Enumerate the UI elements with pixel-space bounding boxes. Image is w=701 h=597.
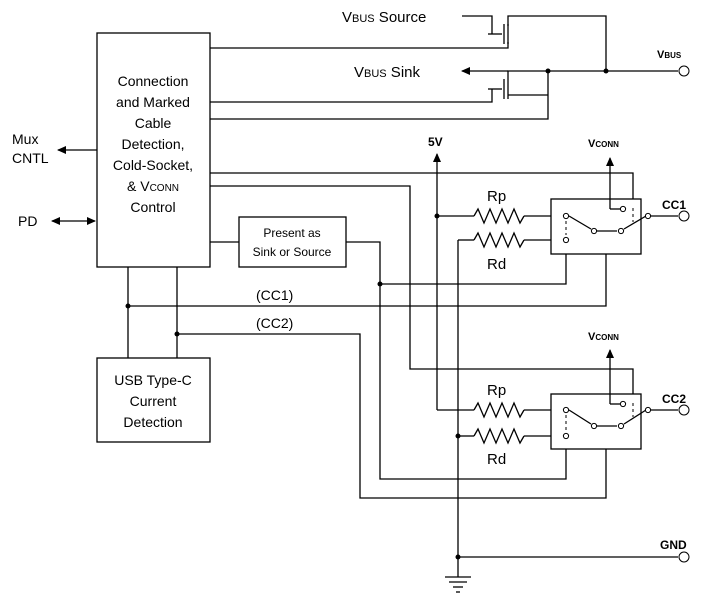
rd2-label: Rd xyxy=(487,451,506,468)
cc1-bus-label: (CC1) xyxy=(256,287,293,303)
current-detection-block xyxy=(96,357,211,443)
cntl-label: CNTL xyxy=(12,150,49,166)
svg-text:Detection: Detection xyxy=(123,414,182,430)
connection-control-block xyxy=(96,32,211,268)
vbus-terminal xyxy=(678,65,690,77)
vbus-node-dot xyxy=(603,68,609,74)
svg-text:Cable: Cable xyxy=(135,115,172,131)
present-as-box xyxy=(238,216,347,268)
cc2-channel xyxy=(437,349,690,450)
svg-text:Sink or Source: Sink or Source xyxy=(253,245,332,259)
vconn1-label: VCONN xyxy=(588,138,619,150)
mux-label: Mux xyxy=(12,131,38,147)
cc2-label: CC2 xyxy=(662,392,686,406)
sink-node-dot xyxy=(545,68,551,74)
cc1-channel xyxy=(437,157,690,255)
vconn2-label: VCONN xyxy=(588,331,619,343)
svg-text:Present as: Present as xyxy=(263,226,320,240)
rd1-resistor xyxy=(473,231,525,249)
rp2-resistor xyxy=(473,401,525,419)
pd-label: PD xyxy=(18,213,37,229)
cc1-label: CC1 xyxy=(662,198,686,212)
vbus-terminal-label: VBUS xyxy=(657,49,682,61)
cc1-terminal xyxy=(678,210,690,222)
ground-symbol-icon xyxy=(445,576,471,593)
vbus-source-label: VBUS Source xyxy=(342,9,426,26)
rp1-resistor xyxy=(473,207,525,225)
rd1-label: Rd xyxy=(487,256,506,273)
connection-control-label: Connection and Marked Cable Detection, C… xyxy=(113,73,193,215)
gnd-label: GND xyxy=(660,538,687,552)
svg-text:Cold-Socket,: Cold-Socket, xyxy=(113,157,193,173)
rd2-resistor xyxy=(473,427,525,445)
svg-text:& VCONN: & VCONN xyxy=(127,178,179,194)
five-v-label: 5V xyxy=(428,135,443,149)
vbus-sink-label: VBUS Sink xyxy=(354,64,420,81)
svg-text:Control: Control xyxy=(130,199,175,215)
svg-text:and Marked: and Marked xyxy=(116,94,190,110)
svg-text:Detection,: Detection, xyxy=(121,136,184,152)
cc2-bus-label: (CC2) xyxy=(256,315,293,331)
svg-text:Current: Current xyxy=(130,393,177,409)
vbus-switch-network xyxy=(97,15,690,123)
svg-text:USB Type-C: USB Type-C xyxy=(114,372,192,388)
rp1-label: Rp xyxy=(487,188,506,205)
gnd-terminal xyxy=(678,551,690,563)
rp2-label: Rp xyxy=(487,382,506,399)
cc-bus-wires xyxy=(125,231,607,499)
cc2-terminal xyxy=(678,404,690,416)
svg-text:Connection: Connection xyxy=(118,73,189,89)
